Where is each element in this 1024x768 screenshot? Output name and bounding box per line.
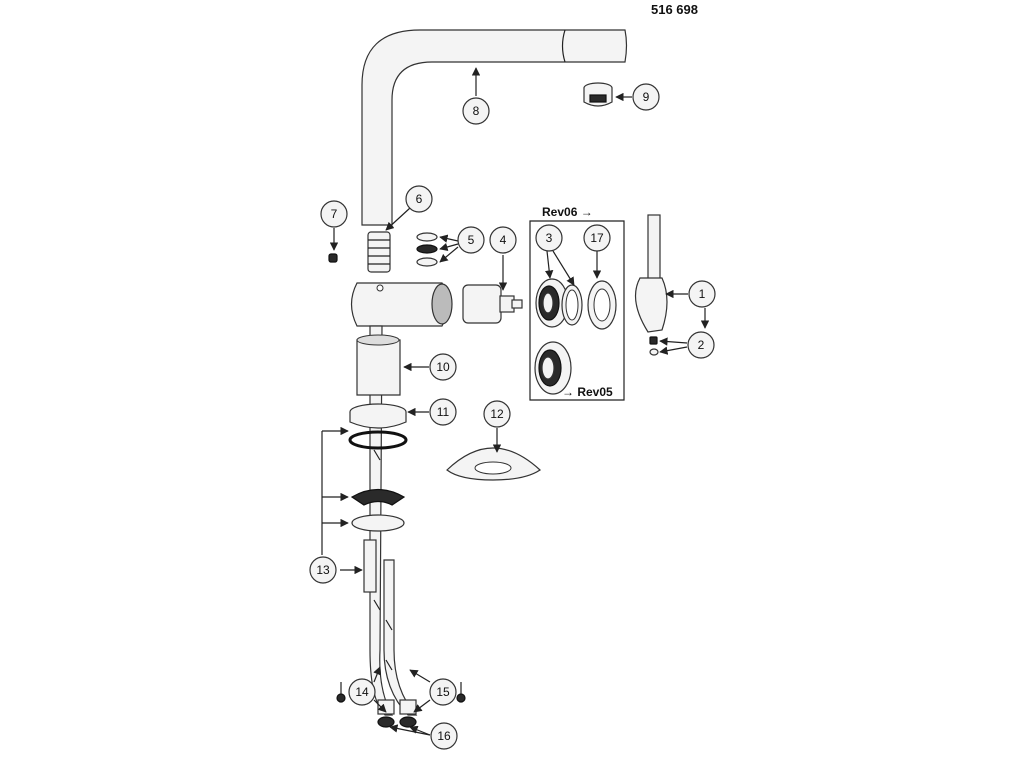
callout-2: 2 [687, 331, 715, 359]
hose-fittings [377, 699, 417, 728]
callout-8: 8 [462, 97, 490, 125]
callout-label: 15 [436, 685, 450, 699]
callout-17: 17 [583, 224, 611, 252]
callout-label: 2 [698, 338, 705, 352]
callout-4: 4 [489, 226, 517, 254]
rev05-bonnet [534, 341, 572, 395]
callout-label: 3 [546, 231, 553, 245]
callout-12: 12 [483, 400, 511, 428]
callout-15: 15 [429, 678, 457, 706]
callout-3: 3 [535, 224, 563, 252]
o-rings [416, 232, 438, 267]
base-sleeve [356, 334, 401, 396]
callout-label: 9 [643, 90, 650, 104]
callout-label: 12 [490, 407, 504, 421]
base-ring [349, 403, 407, 429]
callout-label: 8 [473, 104, 480, 118]
faucet-body [350, 282, 453, 327]
rev06-box [529, 220, 625, 401]
callout-label: 7 [331, 207, 338, 221]
callout-7: 7 [320, 200, 348, 228]
escutcheon-plate [446, 447, 541, 481]
callout-label: 14 [355, 685, 369, 699]
callout-label: 11 [437, 405, 450, 419]
callout-16: 16 [430, 722, 458, 750]
part-number: 516 698 [651, 2, 698, 17]
temperature-indicators [336, 682, 466, 703]
callout-10: 10 [429, 353, 457, 381]
aerator [583, 82, 613, 107]
callout-label: 5 [468, 233, 475, 247]
callout-5: 5 [457, 226, 485, 254]
callout-label: 17 [590, 231, 604, 245]
cartridge [462, 284, 523, 324]
callout-label: 1 [699, 287, 706, 301]
callout-13: 13 [309, 556, 337, 584]
callout-14: 14 [348, 678, 376, 706]
callout-9: 9 [632, 83, 660, 111]
threaded-stud [363, 539, 377, 593]
callout-1: 1 [688, 280, 716, 308]
cap [587, 280, 617, 330]
gasket [348, 430, 408, 450]
rev05-label: → Rev05 [562, 385, 613, 399]
rev06-label: Rev06 → [542, 205, 593, 219]
handle-screws [649, 336, 659, 356]
callout-label: 13 [316, 563, 330, 577]
set-screw [328, 253, 338, 263]
callout-label: 6 [416, 192, 423, 206]
callouts: 8 9 7 6 5 4 3 17 1 2 10 11 12 13 14 15 1… [309, 83, 716, 750]
horseshoe-washer [350, 488, 406, 506]
spout-nipple [367, 231, 391, 273]
leader-lines [321, 67, 710, 736]
spout [361, 29, 628, 226]
callout-11: 11 [429, 398, 457, 426]
callout-label: 4 [500, 233, 507, 247]
callout-label: 16 [437, 729, 451, 743]
callout-label: 10 [436, 360, 450, 374]
ring [561, 284, 583, 326]
bonnet-nut [535, 278, 569, 328]
lever-handle [634, 214, 668, 333]
metal-washer [351, 514, 405, 532]
callout-6: 6 [405, 185, 433, 213]
